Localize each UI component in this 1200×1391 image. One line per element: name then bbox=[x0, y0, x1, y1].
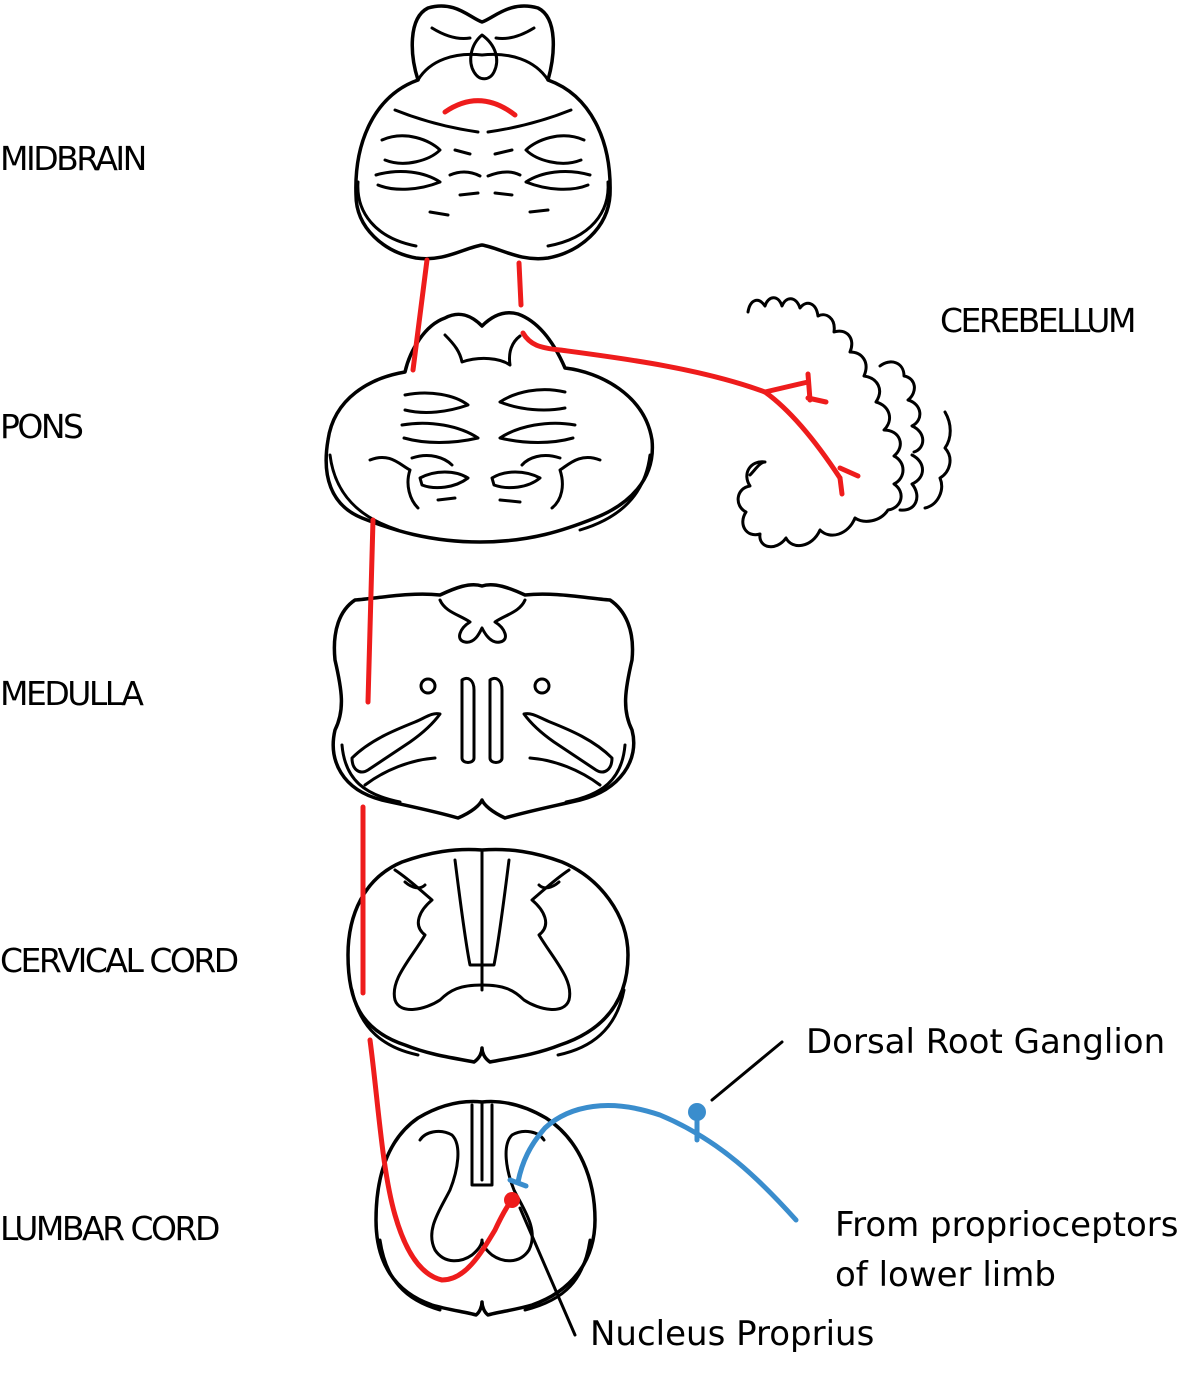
label-cervical-cord: CERVICAL CORD bbox=[0, 941, 238, 980]
tract-segment-midbrain-pons-right bbox=[516, 260, 524, 308]
tract-segment-pons-medulla bbox=[365, 517, 376, 705]
tract-segment-cervical-lumbar bbox=[367, 1037, 515, 1283]
cerebellar-terminal-lower bbox=[837, 465, 861, 497]
midbrain-section bbox=[354, 4, 612, 261]
cerebellum-drawing bbox=[736, 296, 952, 549]
sensory-fiber bbox=[507, 1103, 799, 1223]
label-cerebellum: CEREBELLUM bbox=[940, 301, 1134, 340]
ascending-tract bbox=[360, 98, 861, 1283]
label-pons: PONS bbox=[0, 407, 83, 446]
label-lumbar-cord: LUMBAR CORD bbox=[0, 1209, 219, 1248]
nucleus-proprius-dot bbox=[504, 1192, 520, 1208]
label-medulla: MEDULLA bbox=[0, 674, 144, 713]
label-proprioceptors-line1: From proprioceptors bbox=[835, 1205, 1179, 1245]
afferent-terminal bbox=[507, 1177, 529, 1189]
cerebellar-terminal-upper bbox=[805, 371, 829, 405]
nucleus-proprius-pointer bbox=[518, 1206, 577, 1337]
medulla-section bbox=[331, 582, 636, 820]
label-dorsal-root-ganglion: Dorsal Root Ganglion bbox=[806, 1022, 1165, 1062]
lumbar-cord-section bbox=[374, 1099, 597, 1317]
label-midbrain: MIDBRAIN bbox=[0, 139, 145, 178]
dorsal-root-ganglion-pointer bbox=[710, 1040, 784, 1102]
tract-segment-midbrain-pons-left bbox=[410, 257, 430, 373]
cerebellar-branch-upper bbox=[762, 379, 811, 395]
dorsal-root-ganglion-cell bbox=[688, 1103, 706, 1121]
pons-section bbox=[324, 311, 655, 544]
label-nucleus-proprius: Nucleus Proprius bbox=[590, 1314, 874, 1354]
primary-afferent-fiber bbox=[515, 1103, 799, 1223]
label-proprioceptors-line2: of lower limb bbox=[835, 1255, 1056, 1295]
midbrain-tract-arc bbox=[442, 98, 518, 118]
cerebellar-branch-tract bbox=[520, 330, 843, 481]
cervical-cord-section bbox=[346, 847, 630, 1064]
